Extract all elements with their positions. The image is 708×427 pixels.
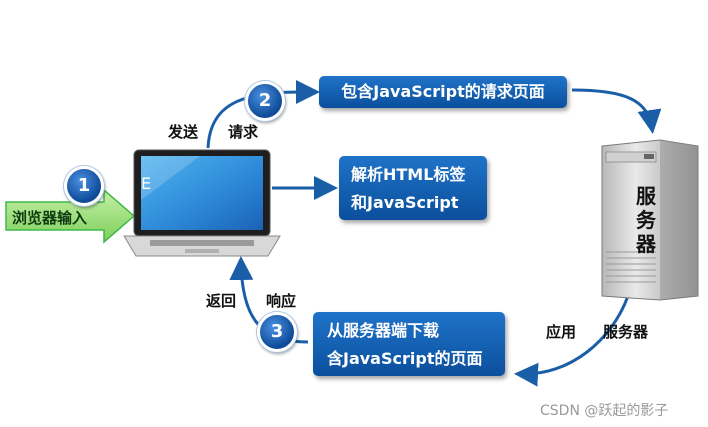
response-box: 从服务器端下载 含JavaScript的页面 <box>313 312 505 376</box>
step-badge-2: 2 <box>245 81 285 121</box>
return-label: 返回 <box>206 292 237 310</box>
server-label: 服务器 <box>603 323 649 341</box>
parse-box-line-2: 和JavaScript <box>351 193 459 212</box>
browser-input-label: 浏览器输入 <box>12 209 88 227</box>
arrow-from-server <box>514 295 630 387</box>
watermark: CSDN @跃起的影子 <box>540 403 669 419</box>
step-badge-3: 3 <box>257 312 297 352</box>
step-badge-1: 1 <box>64 166 104 206</box>
input-arrow <box>5 188 136 244</box>
arrow-to-server <box>571 88 662 134</box>
response-label: 响应 <box>266 292 297 310</box>
parse-box-line-1: 解析HTML标签 <box>351 165 466 184</box>
server-char-1: 服 <box>636 184 656 208</box>
server-icon <box>601 139 699 301</box>
server-char-2: 务 <box>636 208 656 232</box>
response-box-line-2: 含JavaScript的页面 <box>327 349 483 368</box>
request-page-box: 包含JavaScript的请求页面 <box>319 76 567 108</box>
response-box-line-1: 从服务器端下载 <box>327 321 440 340</box>
laptop-icon <box>123 149 281 257</box>
app-label: 应用 <box>546 323 577 341</box>
send-label: 发送 <box>168 123 199 141</box>
parse-box: 解析HTML标签 和JavaScript <box>339 156 487 220</box>
arrow-send-request <box>206 80 320 149</box>
laptop-screen-text: E <box>141 174 152 193</box>
request-label: 请求 <box>228 123 259 141</box>
server-char-3: 器 <box>636 232 656 256</box>
